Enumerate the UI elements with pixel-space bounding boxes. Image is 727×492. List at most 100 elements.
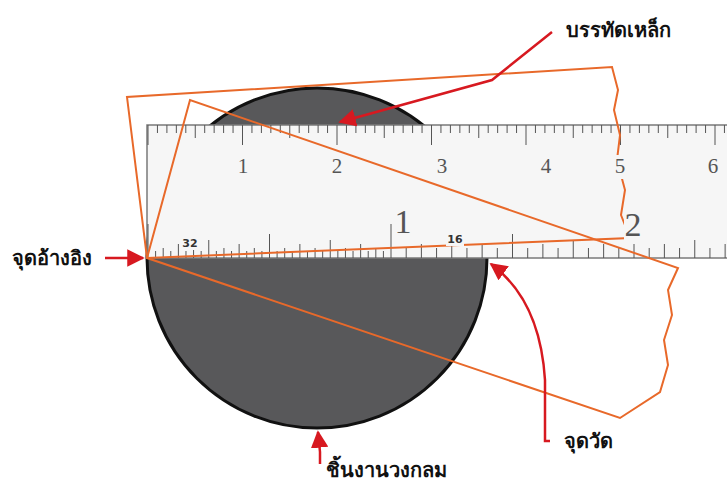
inch-tick: [709, 248, 710, 258]
mm-tick: [582, 125, 583, 133]
mm-tick: [554, 125, 555, 133]
mm-tick: [412, 125, 413, 133]
inch-tick: [383, 251, 384, 258]
mm-tick: [658, 125, 659, 133]
mm-tick: [648, 125, 649, 133]
inch-tick: [391, 224, 392, 258]
mm-tick: [204, 125, 205, 133]
inch-tick: [512, 234, 513, 258]
inch-tick: [588, 248, 589, 258]
inch-tick: [330, 240, 331, 258]
mm-tick: [507, 125, 508, 133]
inch-tick: [558, 248, 559, 258]
tilted-ruler-outlines: [127, 67, 678, 418]
ruler-ticks: [148, 125, 725, 258]
tilted-ruler-down: [147, 100, 678, 418]
inch-tick: [542, 244, 543, 258]
leader-lines: [105, 32, 552, 464]
mm-tick: [526, 125, 527, 145]
tilted-ruler-up: [127, 67, 630, 258]
mm-tick: [715, 125, 716, 145]
mm-tick: [516, 125, 517, 133]
inch-tick: [239, 244, 240, 258]
inch-tick: [618, 248, 619, 258]
inch-tick: [223, 248, 224, 258]
mm-tick: [592, 125, 593, 133]
scale-number: 5: [614, 155, 627, 178]
inch-tick: [649, 248, 650, 258]
mm-tick: [440, 125, 441, 133]
mm-tick: [450, 125, 451, 133]
mm-tick: [677, 125, 678, 133]
workpiece-leader: [318, 432, 320, 464]
mm-tick: [724, 125, 725, 133]
inch-tick: [261, 251, 262, 258]
inch-tick: [269, 234, 270, 258]
mm-tick: [195, 125, 196, 138]
part-label: จุดอ้างอิง: [10, 247, 94, 269]
inch-tick: [360, 244, 361, 258]
mm-tick: [299, 125, 300, 133]
inch-tick: [573, 240, 574, 258]
mm-tick: [535, 125, 536, 133]
mm-tick: [629, 125, 630, 133]
mm-tick: [185, 125, 186, 133]
mm-tick: [289, 125, 290, 138]
mm-tick: [374, 125, 375, 133]
inch-tick: [406, 248, 407, 258]
mm-tick: [384, 125, 385, 138]
inch-tick: [436, 248, 437, 258]
mm-tick: [176, 125, 177, 133]
mm-tick: [563, 125, 564, 133]
part-label: จุดวัด: [562, 430, 615, 452]
scale-number: 1: [394, 203, 413, 240]
mm-tick: [223, 125, 224, 133]
scale-number: 6: [707, 155, 720, 178]
mm-tick: [696, 125, 697, 133]
mm-tick: [403, 125, 404, 133]
inch-tick: [322, 251, 323, 258]
part-label: ชิ้นงานวงกลม: [324, 459, 449, 481]
mm-tick: [422, 125, 423, 133]
mm-tick: [233, 125, 234, 133]
scale-number: 1: [237, 155, 250, 178]
mm-tick: [478, 125, 479, 138]
ruler-leader: [340, 32, 552, 122]
inch-tick: [725, 244, 726, 258]
steel-ruler: [147, 125, 727, 258]
inch-tick: [368, 251, 369, 258]
mm-tick: [308, 125, 309, 133]
mm-tick: [251, 125, 252, 133]
mm-tick: [148, 125, 149, 145]
scale-number: 2: [624, 206, 643, 243]
inch-tick: [603, 244, 604, 258]
part-label: บรรทัดเหล็ก: [564, 19, 673, 41]
mm-tick: [469, 125, 470, 133]
mm-tick: [166, 125, 167, 133]
inch-tick: [694, 240, 695, 258]
scale-number: 2: [331, 155, 344, 178]
mm-tick: [544, 125, 545, 133]
mm-tick: [214, 125, 215, 133]
mm-tick: [355, 125, 356, 133]
mm-tick: [611, 125, 612, 133]
inch-tick: [664, 244, 665, 258]
mm-tick: [459, 125, 460, 133]
inch-tick: [337, 251, 338, 258]
inch-tick: [315, 248, 316, 258]
mm-tick: [667, 125, 668, 138]
mm-tick: [705, 125, 706, 133]
mm-tick: [261, 125, 262, 133]
scale-number: 4: [540, 155, 553, 178]
mm-tick: [601, 125, 602, 133]
mm-tick: [393, 125, 394, 133]
reference-leader: [105, 257, 143, 260]
inch-tick: [482, 244, 483, 258]
inch-tick: [527, 248, 528, 258]
mm-tick: [431, 125, 432, 145]
inch-tick: [353, 251, 354, 258]
mm-tick: [573, 125, 574, 138]
mm-tick: [318, 125, 319, 133]
